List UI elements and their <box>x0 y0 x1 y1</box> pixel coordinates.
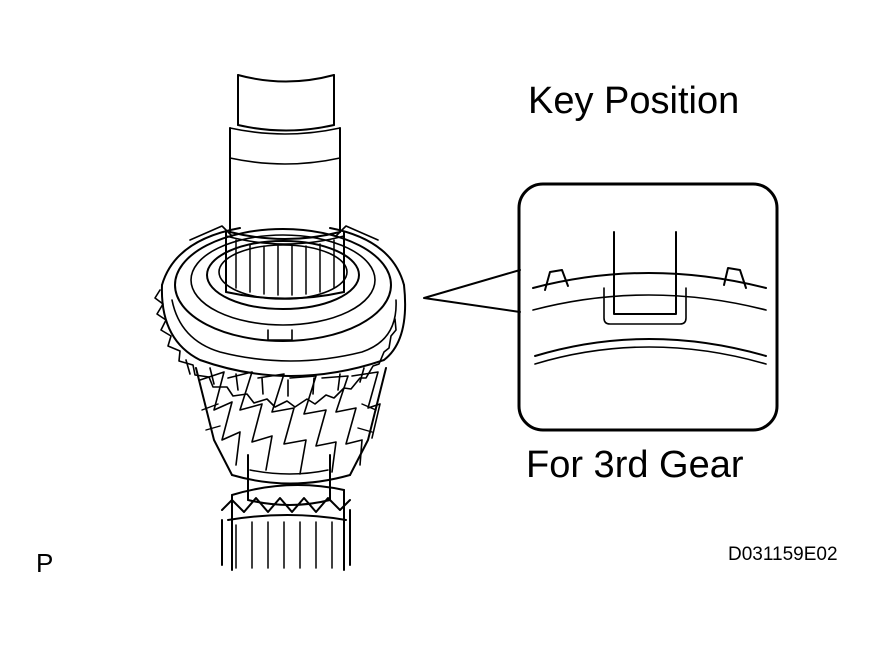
shaft-collar <box>247 454 331 506</box>
main-shaft <box>229 74 341 240</box>
lower-gear <box>221 484 351 571</box>
figure-id: D031159E02 <box>728 544 838 565</box>
diagram-title: Key Position <box>528 80 740 122</box>
key-slot <box>603 287 687 325</box>
helical-gear <box>195 367 387 485</box>
corner-mark: P <box>36 548 54 578</box>
hub-key-slot <box>267 329 293 341</box>
ring-tooth-right <box>723 267 747 289</box>
ring-tooth-left <box>544 269 569 291</box>
shifting-key <box>613 231 677 315</box>
detail-caption: For 3rd Gear <box>526 444 744 486</box>
synchronizer-ring <box>154 227 407 408</box>
detail-inset <box>517 182 779 432</box>
callout-pointer <box>423 269 521 313</box>
splined-shaft <box>225 231 345 300</box>
